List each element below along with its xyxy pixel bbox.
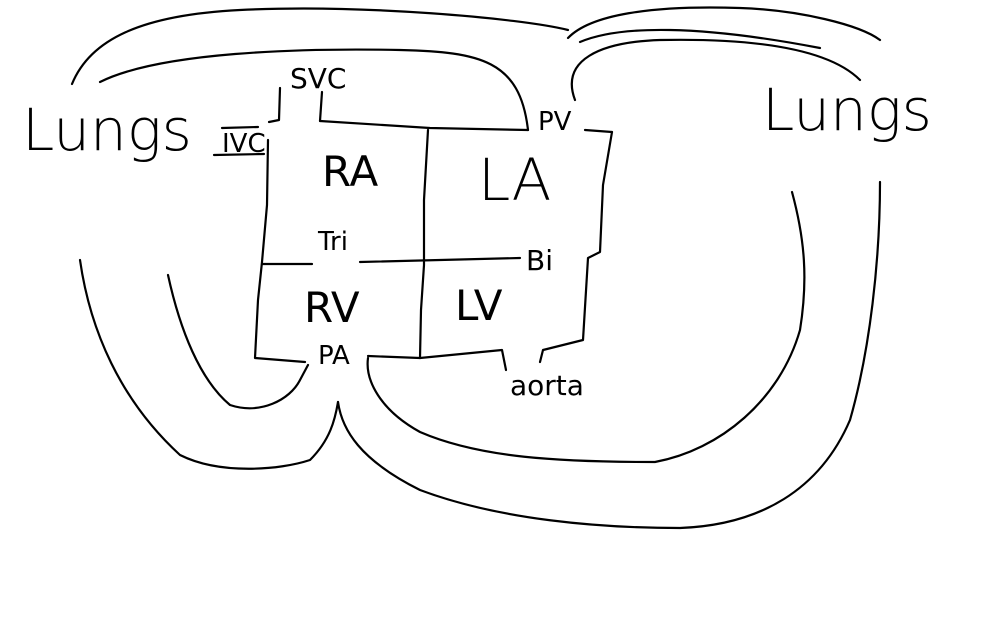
rv-label: RV — [304, 283, 360, 332]
vessels — [70, 6, 882, 157]
lv-bottom — [418, 348, 508, 372]
heart-left-wall — [253, 138, 307, 364]
pa-label: PA — [318, 341, 350, 371]
la-label: LA — [478, 146, 551, 214]
right-inner-loop — [366, 190, 806, 464]
ivc-stub-lower — [212, 152, 266, 157]
central-notch — [336, 180, 882, 530]
labels: Lungs Lungs SVC IVC PV RA LA Tri Bi RV L… — [22, 62, 932, 402]
left-inner-loop — [166, 273, 310, 410]
lungs-right-label: Lungs — [762, 76, 932, 144]
aorta-label: aorta — [510, 369, 584, 402]
svc-label: SVC — [290, 62, 346, 95]
ivc-label: IVC — [222, 129, 266, 159]
svc-vessel-inner — [318, 90, 324, 123]
heart — [253, 119, 614, 372]
tri-label: Tri — [317, 227, 348, 257]
lv-label: LV — [455, 281, 503, 330]
bi-label: Bi — [526, 244, 553, 277]
right-top-outer-arc — [566, 6, 882, 42]
lungs-left-label: Lungs — [22, 96, 192, 164]
valve-line-right — [358, 256, 522, 264]
circulation-loops — [78, 180, 882, 530]
pv-to-lungs-right — [570, 38, 862, 102]
left-top-outer-arc — [70, 7, 570, 86]
ra-label: RA — [322, 147, 378, 196]
septum — [418, 128, 430, 360]
ivc-stub — [220, 125, 260, 130]
right-arc-inner — [578, 28, 822, 50]
heart-top-wall — [318, 119, 530, 132]
svc-vessel — [267, 86, 282, 124]
heart-right-wall — [538, 130, 614, 364]
pv-stub — [583, 128, 614, 134]
left-outer-loop — [78, 258, 340, 470]
rv-bottom — [366, 354, 422, 360]
svc-pv-arc — [98, 48, 530, 132]
pv-label: PV — [538, 107, 572, 137]
